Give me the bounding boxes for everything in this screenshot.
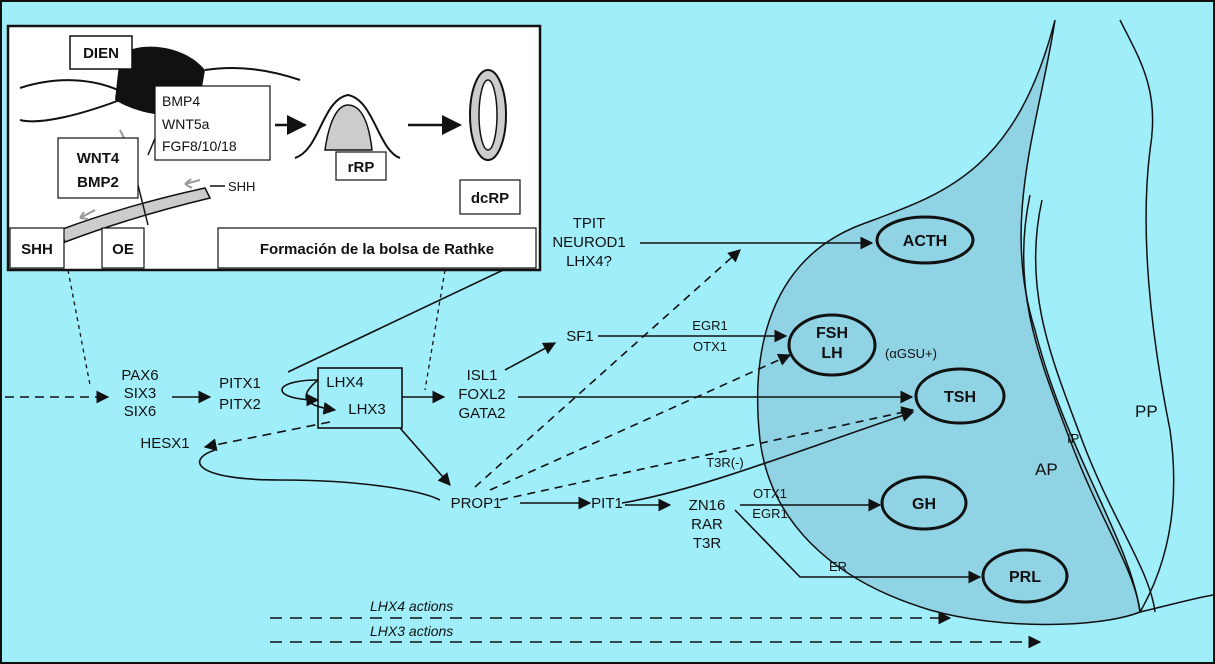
gene-pitx2: PITX2 xyxy=(219,396,261,413)
inset-factor-bmp4: BMP4 xyxy=(162,93,200,109)
inset-dcrp-label: dcRP xyxy=(471,190,509,207)
inset-caption: Formación de la bolsa de Rathke xyxy=(260,241,494,258)
cell-gh-label: GH xyxy=(912,496,936,513)
gene-otx1-fsh: OTX1 xyxy=(693,339,727,354)
region-ip-label: IP xyxy=(1067,431,1079,446)
gene-t3r-neg: T3R(-) xyxy=(706,455,744,470)
gene-sf1: SF1 xyxy=(566,328,594,345)
gene-tpit: TPIT xyxy=(573,215,606,232)
gene-six3: SIX3 xyxy=(124,385,157,402)
gene-rar: RAR xyxy=(691,516,723,533)
gene-lhx3: LHX3 xyxy=(348,401,386,418)
gene-lhx4q: LHX4? xyxy=(566,253,612,270)
gene-neurod1: NEUROD1 xyxy=(552,234,625,251)
cell-fsh-label: FSH xyxy=(816,325,848,342)
cell-gh: GH xyxy=(882,477,966,529)
region-ap-label: AP xyxy=(1035,460,1058,479)
gene-six6: SIX6 xyxy=(124,403,157,420)
inset-bmp2-label: BMP2 xyxy=(77,174,119,191)
inset-shh-box-label: SHH xyxy=(21,241,53,258)
inset-rathke-pouch: DIEN BMP4 WNT5a FGF8/10/18 WNT4 BMP2 SHH… xyxy=(8,26,540,270)
cell-acth: ACTH xyxy=(877,217,973,263)
inset-dien-label: DIEN xyxy=(83,45,119,62)
inset-shh-label: SHH xyxy=(228,179,255,194)
inset-rrp-label: rRP xyxy=(348,159,375,176)
cell-prl-label: PRL xyxy=(1009,569,1041,586)
gene-pit1: PIT1 xyxy=(591,495,623,512)
lhx4-actions-label: LHX4 actions xyxy=(370,598,453,614)
cell-tsh-label: TSH xyxy=(944,389,976,406)
gene-pitx1: PITX1 xyxy=(219,375,261,392)
cell-lh-label: LH xyxy=(821,345,842,362)
gene-isl1: ISL1 xyxy=(467,367,498,384)
gene-foxl2: FOXL2 xyxy=(458,386,506,403)
region-pp-label: PP xyxy=(1135,402,1158,421)
inset-wnt4-label: WNT4 xyxy=(77,150,120,167)
lhx3-actions-label: LHX3 actions xyxy=(370,623,453,639)
gene-er: ER xyxy=(829,559,847,574)
inset-oe-label: OE xyxy=(112,241,134,258)
inset-factor-wnt5a: WNT5a xyxy=(162,116,210,132)
gene-otx1-gh: OTX1 xyxy=(753,486,787,501)
gene-prop1: PROP1 xyxy=(451,495,502,512)
gene-lhx4: LHX4 xyxy=(326,374,364,391)
cell-acth-label: ACTH xyxy=(903,233,947,250)
gene-gata2: GATA2 xyxy=(459,405,506,422)
inset-factor-fgf: FGF8/10/18 xyxy=(162,138,237,154)
cell-tsh: TSH xyxy=(916,369,1004,423)
gene-pax6: PAX6 xyxy=(121,367,158,384)
agsu-label: (αGSU+) xyxy=(885,346,937,361)
gene-zn16: ZN16 xyxy=(689,497,726,514)
gene-egr1-fsh: EGR1 xyxy=(692,318,727,333)
cell-prl: PRL xyxy=(983,550,1067,602)
cell-fsh-lh: FSH LH xyxy=(789,315,875,375)
gene-t3r: T3R xyxy=(693,535,722,552)
gene-egr1-gh: EGR1 xyxy=(752,506,787,521)
gene-hesx1: HESX1 xyxy=(140,435,189,452)
